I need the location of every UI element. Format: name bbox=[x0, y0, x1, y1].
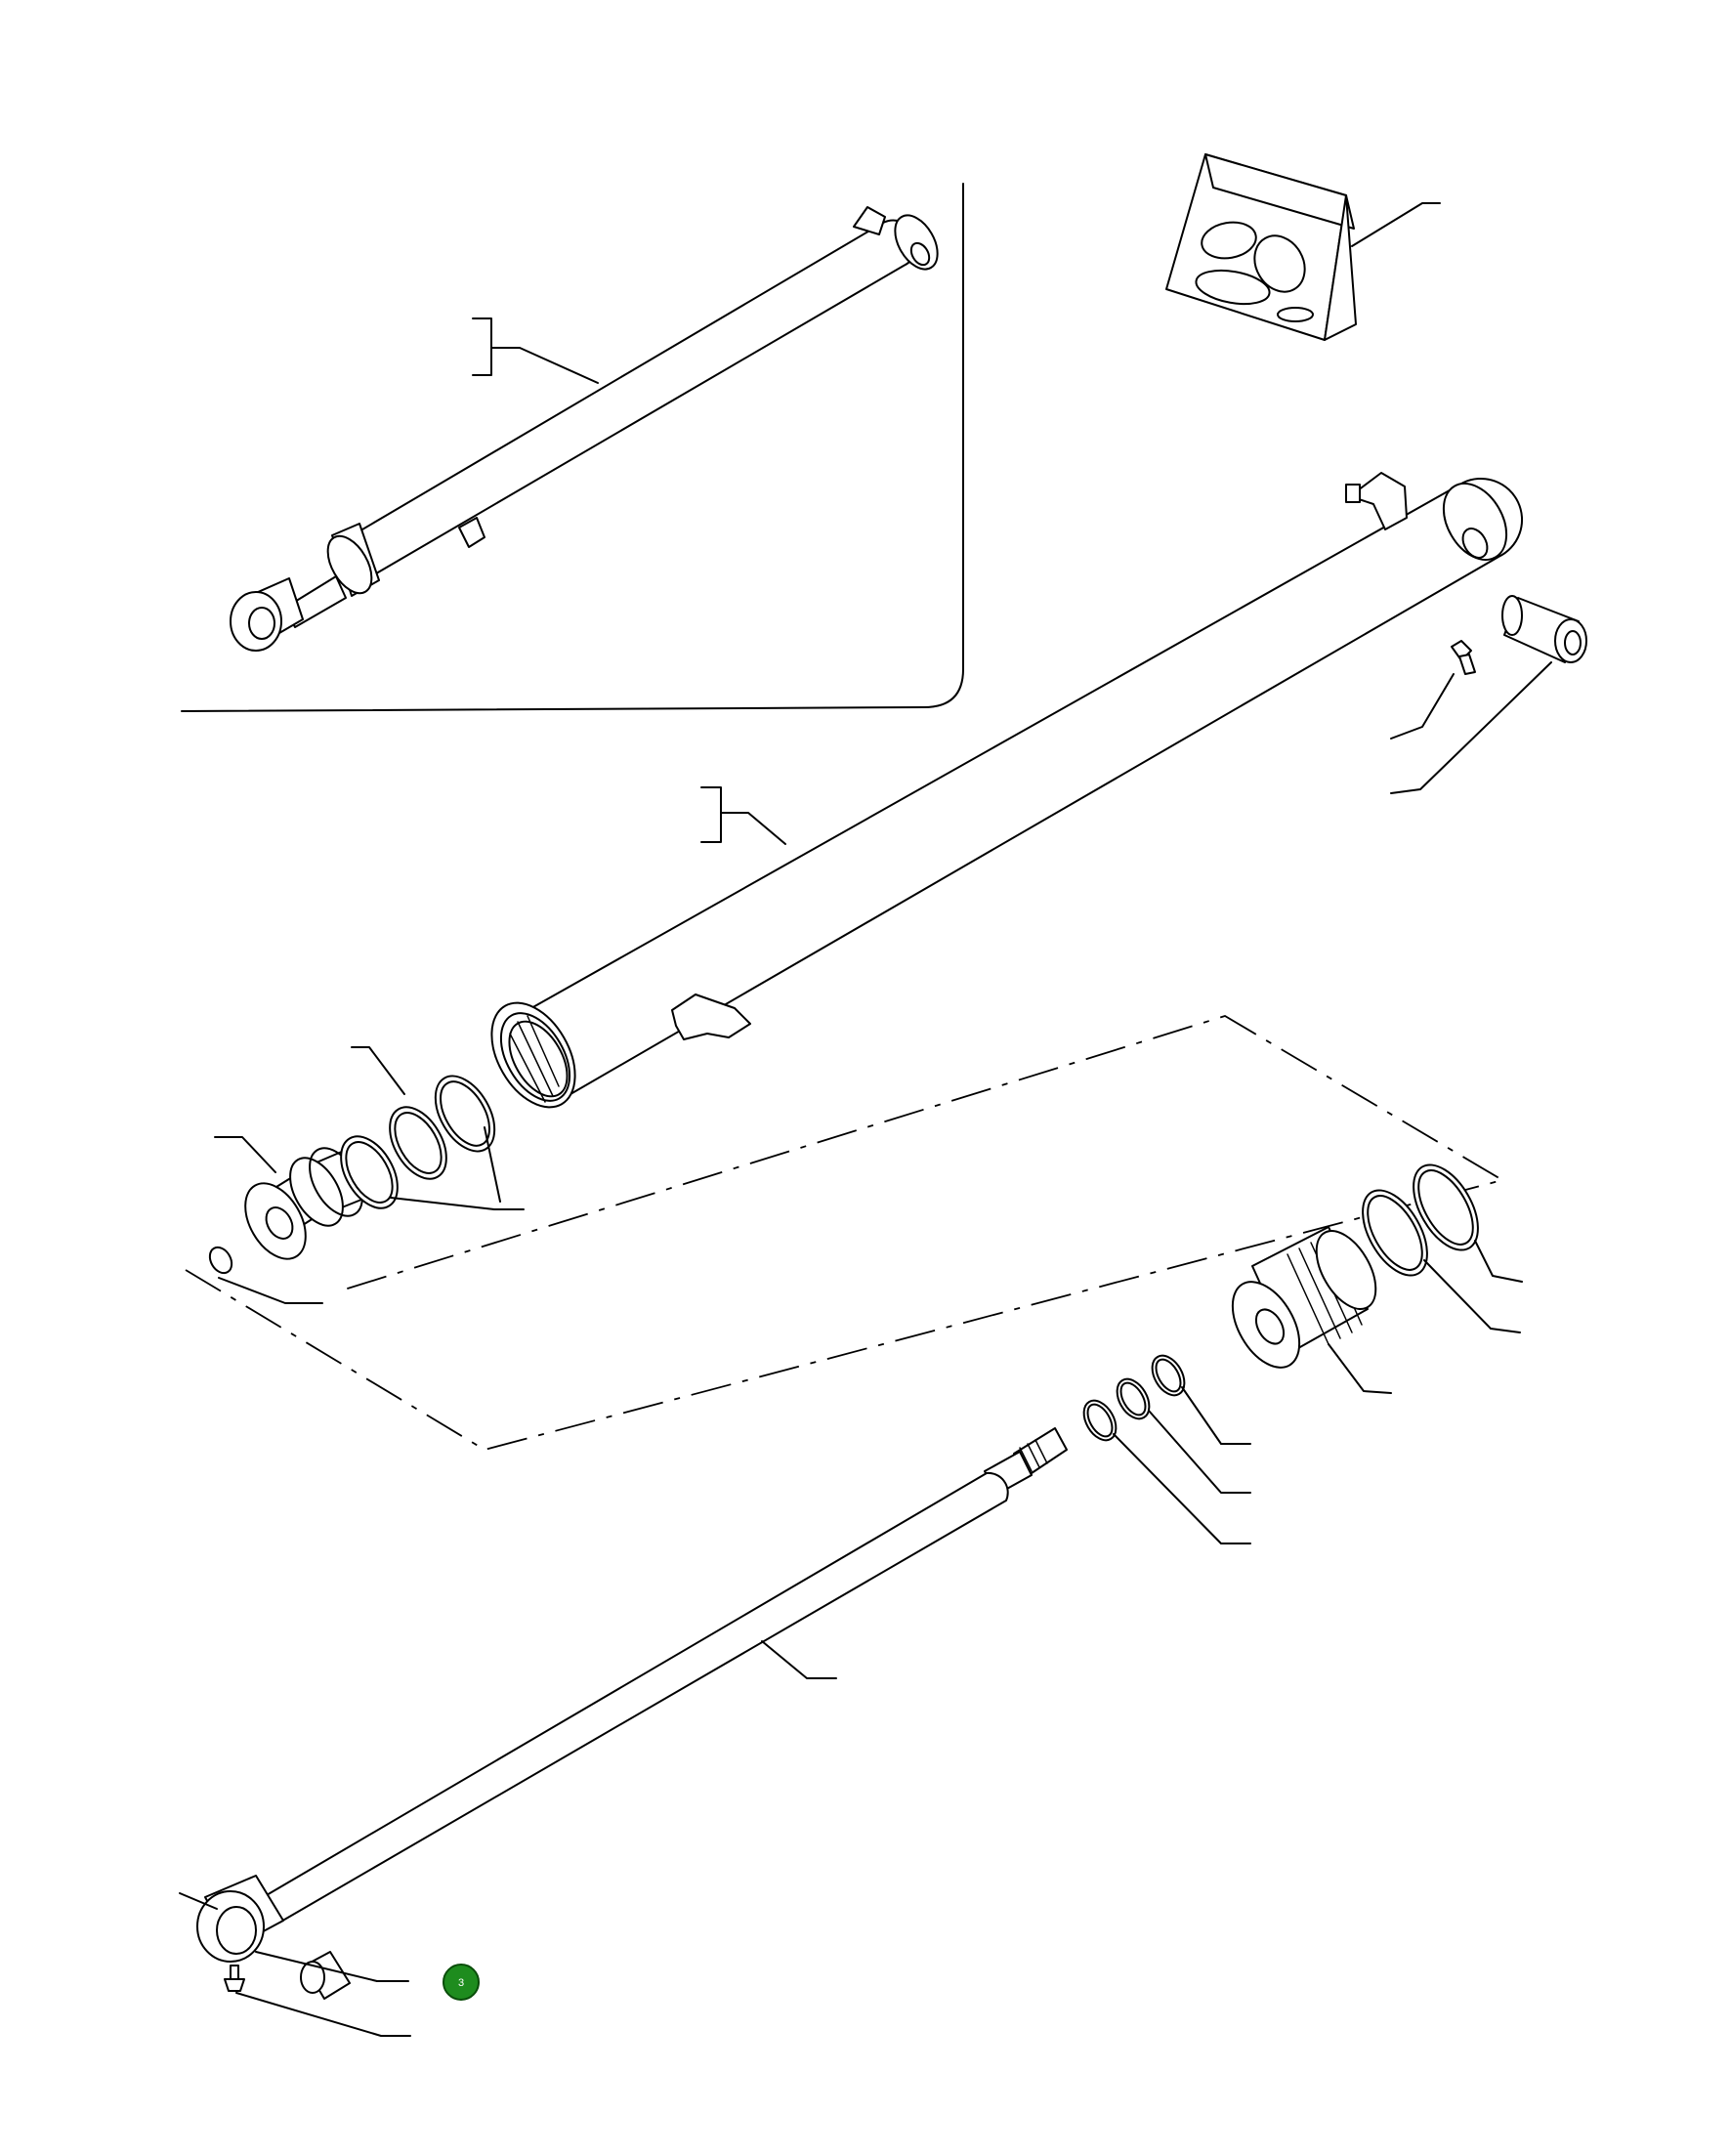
seal-kit-package bbox=[1165, 153, 1441, 341]
hotspot-label[interactable]: 3 bbox=[458, 1977, 464, 1989]
piston-rod bbox=[179, 1427, 1068, 2037]
piston-right bbox=[1082, 1163, 1523, 1544]
gland-left bbox=[208, 1046, 525, 1304]
group-boundary-dashed bbox=[185, 1015, 1505, 1451]
cylinder-barrel bbox=[490, 472, 1587, 1109]
inset-assembled-cylinder bbox=[181, 183, 964, 712]
hotspot-badge[interactable]: 3 bbox=[443, 1964, 480, 2001]
hotspot-circle[interactable] bbox=[443, 1964, 480, 2001]
inset-frame bbox=[181, 183, 964, 712]
